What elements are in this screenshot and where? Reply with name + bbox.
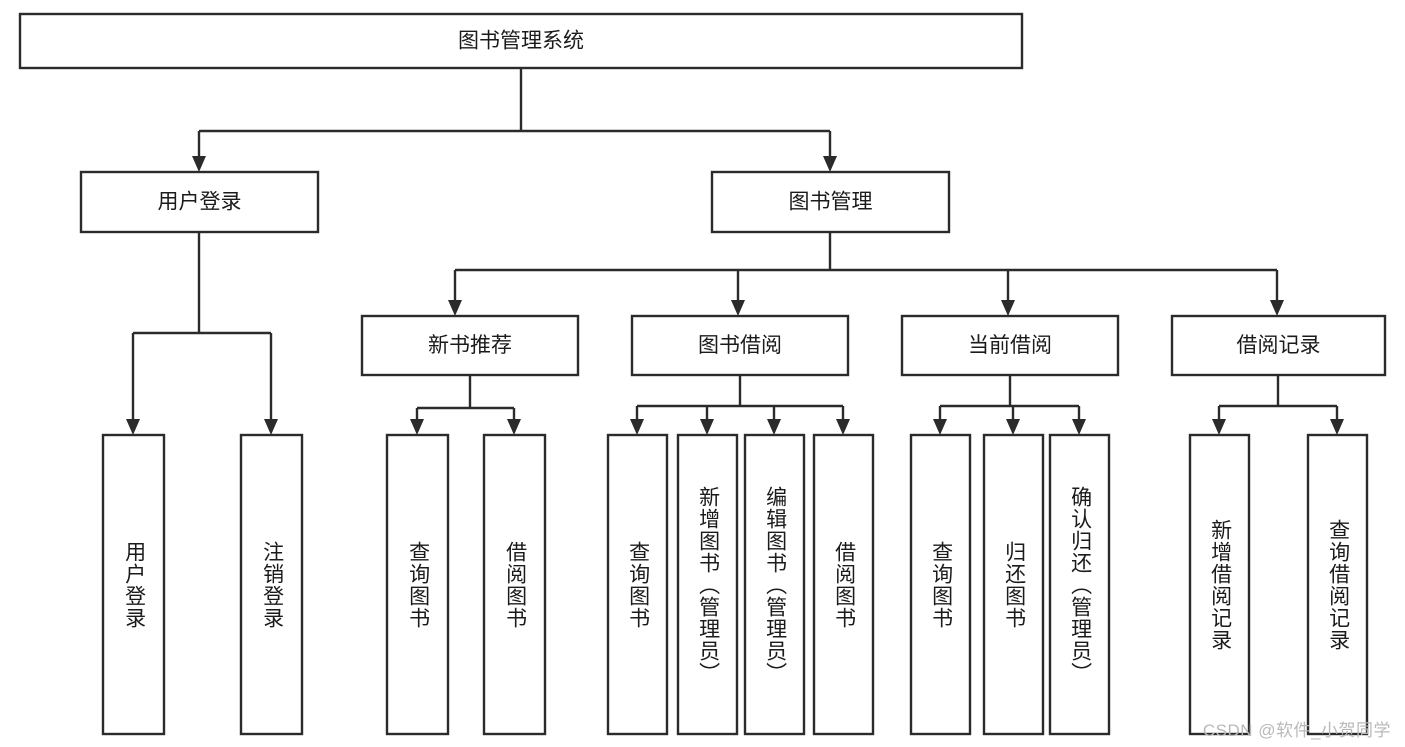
node-label-borrow-record: 借阅记录 bbox=[1237, 334, 1321, 357]
node-label-user-login: 用户登录 bbox=[158, 191, 242, 214]
node-box-leaf-logout-login[interactable] bbox=[239, 433, 304, 736]
arrowhead-icon bbox=[1212, 419, 1226, 435]
node-box-leaf-edit-book[interactable] bbox=[743, 433, 806, 736]
node-box-user-login[interactable] bbox=[79, 170, 320, 234]
arrowhead-icon bbox=[1006, 419, 1020, 435]
connector-conn-borrow-record-split bbox=[1212, 375, 1344, 435]
node-leaf-user-login[interactable] bbox=[101, 433, 166, 736]
node-leaf-query-borrow-record[interactable] bbox=[1306, 433, 1369, 736]
connector-conn-new-book-split bbox=[410, 375, 521, 435]
node-leaf-add-book[interactable] bbox=[676, 433, 739, 736]
arrowhead-icon bbox=[1001, 300, 1015, 316]
arrowhead-icon bbox=[1072, 419, 1086, 435]
node-box-new-book-recommend[interactable] bbox=[360, 314, 580, 377]
node-box-leaf-query-book-borrow[interactable] bbox=[606, 433, 669, 736]
arrowhead-icon bbox=[410, 419, 424, 435]
node-leaf-borrow-book[interactable] bbox=[812, 433, 875, 736]
node-leaf-edit-book[interactable] bbox=[743, 433, 806, 736]
node-box-leaf-query-borrow-record[interactable] bbox=[1306, 433, 1369, 736]
node-box-root[interactable] bbox=[18, 12, 1024, 70]
node-new-book-recommend[interactable]: 新书推荐 bbox=[360, 314, 580, 377]
node-root[interactable]: 图书管理系统 bbox=[18, 12, 1024, 70]
node-current-borrow[interactable]: 当前借阅 bbox=[900, 314, 1120, 377]
node-label-root: 图书管理系统 bbox=[458, 30, 584, 53]
node-box-leaf-query-book-recommend[interactable] bbox=[385, 433, 450, 736]
connector-conn-user-login-split bbox=[126, 232, 278, 435]
node-box-leaf-add-borrow-record[interactable] bbox=[1188, 433, 1251, 736]
node-leaf-confirm-return[interactable] bbox=[1048, 433, 1111, 736]
arrowhead-icon bbox=[448, 300, 462, 316]
connector-conn-book-borrow-split bbox=[630, 375, 850, 435]
arrowhead-icon bbox=[630, 419, 644, 435]
node-label-book-manage: 图书管理 bbox=[789, 191, 873, 214]
arrowhead-icon bbox=[1270, 300, 1284, 316]
node-box-current-borrow[interactable] bbox=[900, 314, 1120, 377]
connector-conn-root-split bbox=[192, 68, 837, 172]
node-leaf-logout-login[interactable] bbox=[239, 433, 304, 736]
arrowhead-icon bbox=[507, 419, 521, 435]
node-box-leaf-borrow-book[interactable] bbox=[812, 433, 875, 736]
node-box-leaf-confirm-return[interactable] bbox=[1048, 433, 1111, 736]
arrowhead-icon bbox=[192, 156, 206, 172]
node-user-login[interactable]: 用户登录 bbox=[79, 170, 320, 234]
node-box-leaf-query-book-current[interactable] bbox=[909, 433, 972, 736]
node-label-new-book-recommend: 新书推荐 bbox=[428, 334, 512, 357]
arrowhead-icon bbox=[933, 419, 947, 435]
arrowhead-icon bbox=[126, 419, 140, 435]
node-leaf-query-book-borrow[interactable] bbox=[606, 433, 669, 736]
connector-conn-book-manage-split bbox=[448, 232, 1284, 316]
connector-layer bbox=[126, 68, 1344, 435]
node-leaf-query-book-current[interactable] bbox=[909, 433, 972, 736]
arrowhead-icon bbox=[700, 419, 714, 435]
node-leaf-query-book-recommend[interactable] bbox=[385, 433, 450, 736]
arrowhead-icon bbox=[264, 419, 278, 435]
node-borrow-record[interactable]: 借阅记录 bbox=[1170, 314, 1387, 377]
watermark-text: CSDN @软件_小贺同学 bbox=[1202, 721, 1391, 740]
node-box-leaf-borrow-book-recommend[interactable] bbox=[482, 433, 547, 736]
node-leaf-add-borrow-record[interactable] bbox=[1188, 433, 1251, 736]
arrowhead-icon bbox=[836, 419, 850, 435]
node-book-manage[interactable]: 图书管理 bbox=[710, 170, 951, 234]
arrowhead-icon bbox=[1330, 419, 1344, 435]
node-box-leaf-return-book[interactable] bbox=[982, 433, 1045, 736]
node-box-book-borrow[interactable] bbox=[630, 314, 850, 377]
arrowhead-icon bbox=[731, 300, 745, 316]
arrowhead-icon bbox=[823, 156, 837, 172]
node-box-leaf-user-login[interactable] bbox=[101, 433, 166, 736]
node-leaf-return-book[interactable] bbox=[982, 433, 1045, 736]
arrowhead-icon bbox=[767, 419, 781, 435]
node-box-borrow-record[interactable] bbox=[1170, 314, 1387, 377]
node-label-book-borrow: 图书借阅 bbox=[698, 334, 782, 357]
node-book-borrow[interactable]: 图书借阅 bbox=[630, 314, 850, 377]
node-box-book-manage[interactable] bbox=[710, 170, 951, 234]
node-label-current-borrow: 当前借阅 bbox=[968, 334, 1052, 357]
node-leaf-borrow-book-recommend[interactable] bbox=[482, 433, 547, 736]
connector-conn-current-borrow-split bbox=[933, 375, 1086, 435]
node-box-leaf-add-book[interactable] bbox=[676, 433, 739, 736]
